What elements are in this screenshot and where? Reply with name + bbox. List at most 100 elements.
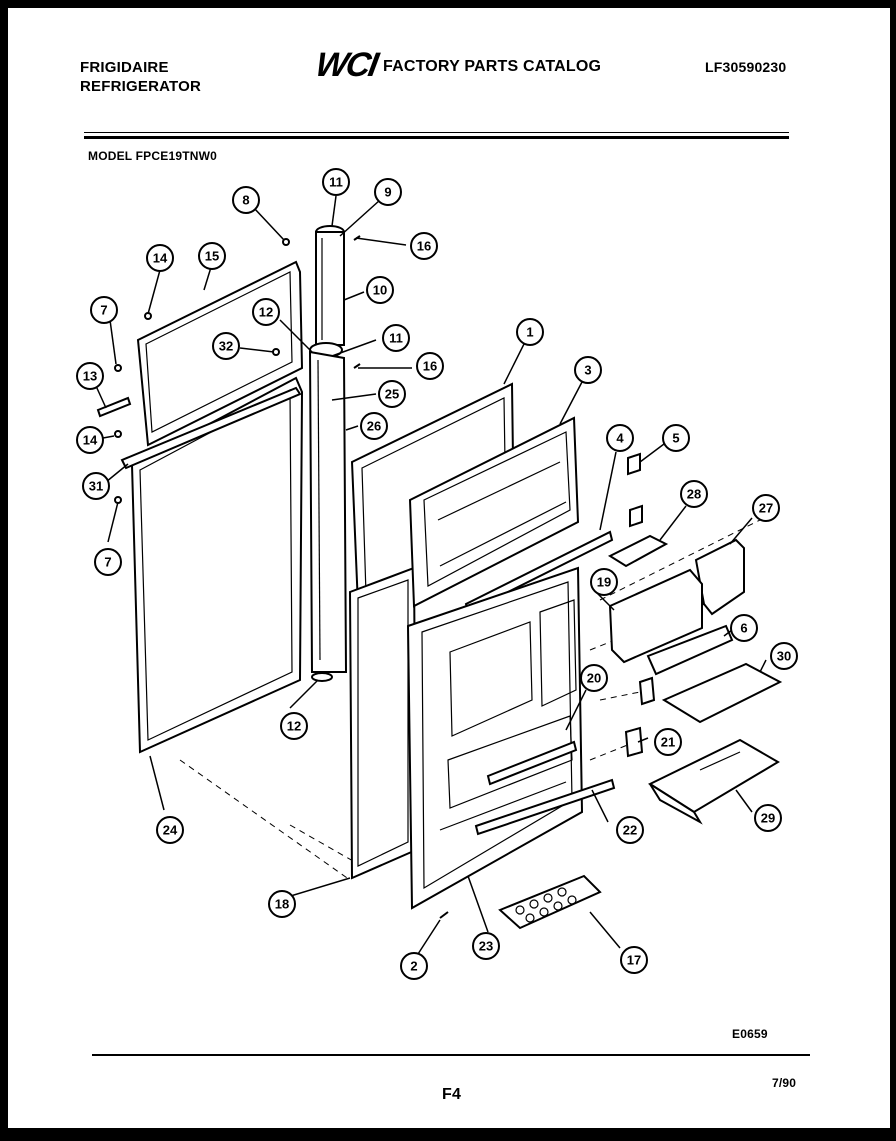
callout-18: 18 (268, 890, 296, 918)
callout-label: 21 (661, 735, 675, 750)
callout-label: 7 (104, 555, 111, 570)
shelf-support-5 (627, 452, 641, 476)
catalog-title: FACTORY PARTS CATALOG (383, 58, 602, 75)
callout-16-upper: 16 (410, 232, 438, 260)
callout-label: 17 (627, 953, 641, 968)
callout-label: 9 (384, 185, 391, 200)
callout-14-lower: 14 (76, 426, 104, 454)
door-bin-6 (646, 624, 734, 676)
diagram-code: E0659 (732, 1027, 768, 1041)
callout-label: 28 (687, 487, 701, 502)
fresh-food-inner-liner (406, 566, 584, 910)
callout-16-lower: 16 (416, 352, 444, 380)
handle-end-cap (96, 396, 132, 418)
callout-label: 12 (287, 719, 301, 734)
callout-20: 20 (580, 664, 608, 692)
callout-21: 21 (654, 728, 682, 756)
callout-label: 27 (759, 501, 773, 516)
leader-lines (91, 195, 767, 955)
callout-2: 2 (400, 952, 428, 980)
header-rule-thin (84, 132, 789, 133)
callout-9: 9 (374, 178, 402, 206)
callout-label: 15 (205, 249, 219, 264)
shelf-support-5b (629, 504, 643, 528)
callout-label: 1 (526, 325, 533, 340)
callout-label: 8 (242, 193, 249, 208)
dairy-door-27 (694, 538, 745, 616)
callout-17: 17 (620, 946, 648, 974)
callout-30: 30 (770, 642, 798, 670)
callout-12-upper: 12 (252, 298, 280, 326)
callout-label: 12 (259, 305, 273, 320)
callout-label: 3 (584, 363, 591, 378)
page-number: F4 (442, 1086, 462, 1103)
callout-label: 2 (410, 959, 417, 974)
model-label: MODEL FPCE19TNW0 (88, 149, 217, 163)
dairy-shelf-rail (486, 740, 578, 786)
callout-31: 31 (82, 472, 110, 500)
parts-sheet: FRIGIDAIRE REFRIGERATOR WCI FACTORY PART… (8, 8, 890, 1128)
product-type: REFRIGERATOR (80, 78, 202, 95)
callout-label: 30 (777, 649, 791, 664)
fresh-food-handle (308, 342, 348, 682)
freezer-inner-liner (408, 416, 580, 608)
screw-7 (114, 364, 122, 372)
callout-4: 4 (606, 424, 634, 452)
callout-label: 14 (83, 433, 98, 448)
callout-5: 5 (662, 424, 690, 452)
callout-label: 18 (275, 897, 289, 912)
footer-rule (92, 1054, 810, 1056)
callout-label: 29 (761, 811, 775, 826)
door-tray-30 (661, 662, 783, 724)
bracket-upper (638, 676, 656, 706)
callout-14-upper: 14 (146, 244, 174, 272)
door-shelf-lower (474, 778, 616, 836)
callout-26: 26 (360, 412, 388, 440)
callout-label: 10 (373, 283, 387, 298)
callout-27: 27 (752, 494, 780, 522)
revision-date: 7/90 (772, 1076, 797, 1090)
callout-label: 4 (616, 431, 624, 446)
callout-label: 22 (623, 823, 637, 838)
callout-11-upper: 11 (322, 168, 350, 196)
crisper-tray-29 (647, 738, 780, 825)
brand-block: FRIGIDAIRE REFRIGERATOR (80, 58, 201, 96)
callout-label: 14 (153, 251, 168, 266)
callout-22: 22 (616, 816, 644, 844)
fresh-food-gasket (348, 566, 418, 880)
callout-label: 19 (597, 575, 611, 590)
callout-label: 7 (100, 303, 107, 318)
callout-label: 23 (479, 939, 493, 954)
callout-10: 10 (366, 276, 394, 304)
callout-label: 20 (587, 671, 601, 686)
callout-32: 32 (212, 332, 240, 360)
callout-15: 15 (198, 242, 226, 270)
callout-28: 28 (680, 480, 708, 508)
callout-label: 11 (329, 175, 343, 190)
callout-7-upper: 7 (90, 296, 118, 324)
door-trim-strip (120, 386, 302, 470)
callout-label: 16 (417, 239, 431, 254)
plug-14b (114, 430, 122, 438)
callout-label: 16 (423, 359, 437, 374)
header-rule-thick (84, 136, 789, 139)
screw-16b (353, 363, 361, 369)
callout-label: 13 (83, 369, 97, 384)
bracket-21 (624, 726, 644, 758)
callout-23: 23 (472, 932, 500, 960)
callout-6: 6 (730, 614, 758, 642)
catalog-number: LF30590230 (705, 59, 787, 75)
screw-2 (439, 911, 449, 919)
screw-8 (282, 238, 290, 246)
exploded-door-diagram: 1 2 3 4 5 6 7 7 8 9 10 11 11 12 12 13 14… (76, 168, 798, 980)
callout-label: 11 (389, 331, 403, 346)
callout-24: 24 (156, 816, 184, 844)
callout-label: 31 (89, 479, 103, 494)
callout-8: 8 (232, 186, 260, 214)
callout-12-lower: 12 (280, 712, 308, 740)
callout-11-lower: 11 (382, 324, 410, 352)
callout-label: 6 (740, 621, 747, 636)
callout-19: 19 (590, 568, 618, 596)
callout-3: 3 (574, 356, 602, 384)
callout-label: 24 (163, 823, 178, 838)
